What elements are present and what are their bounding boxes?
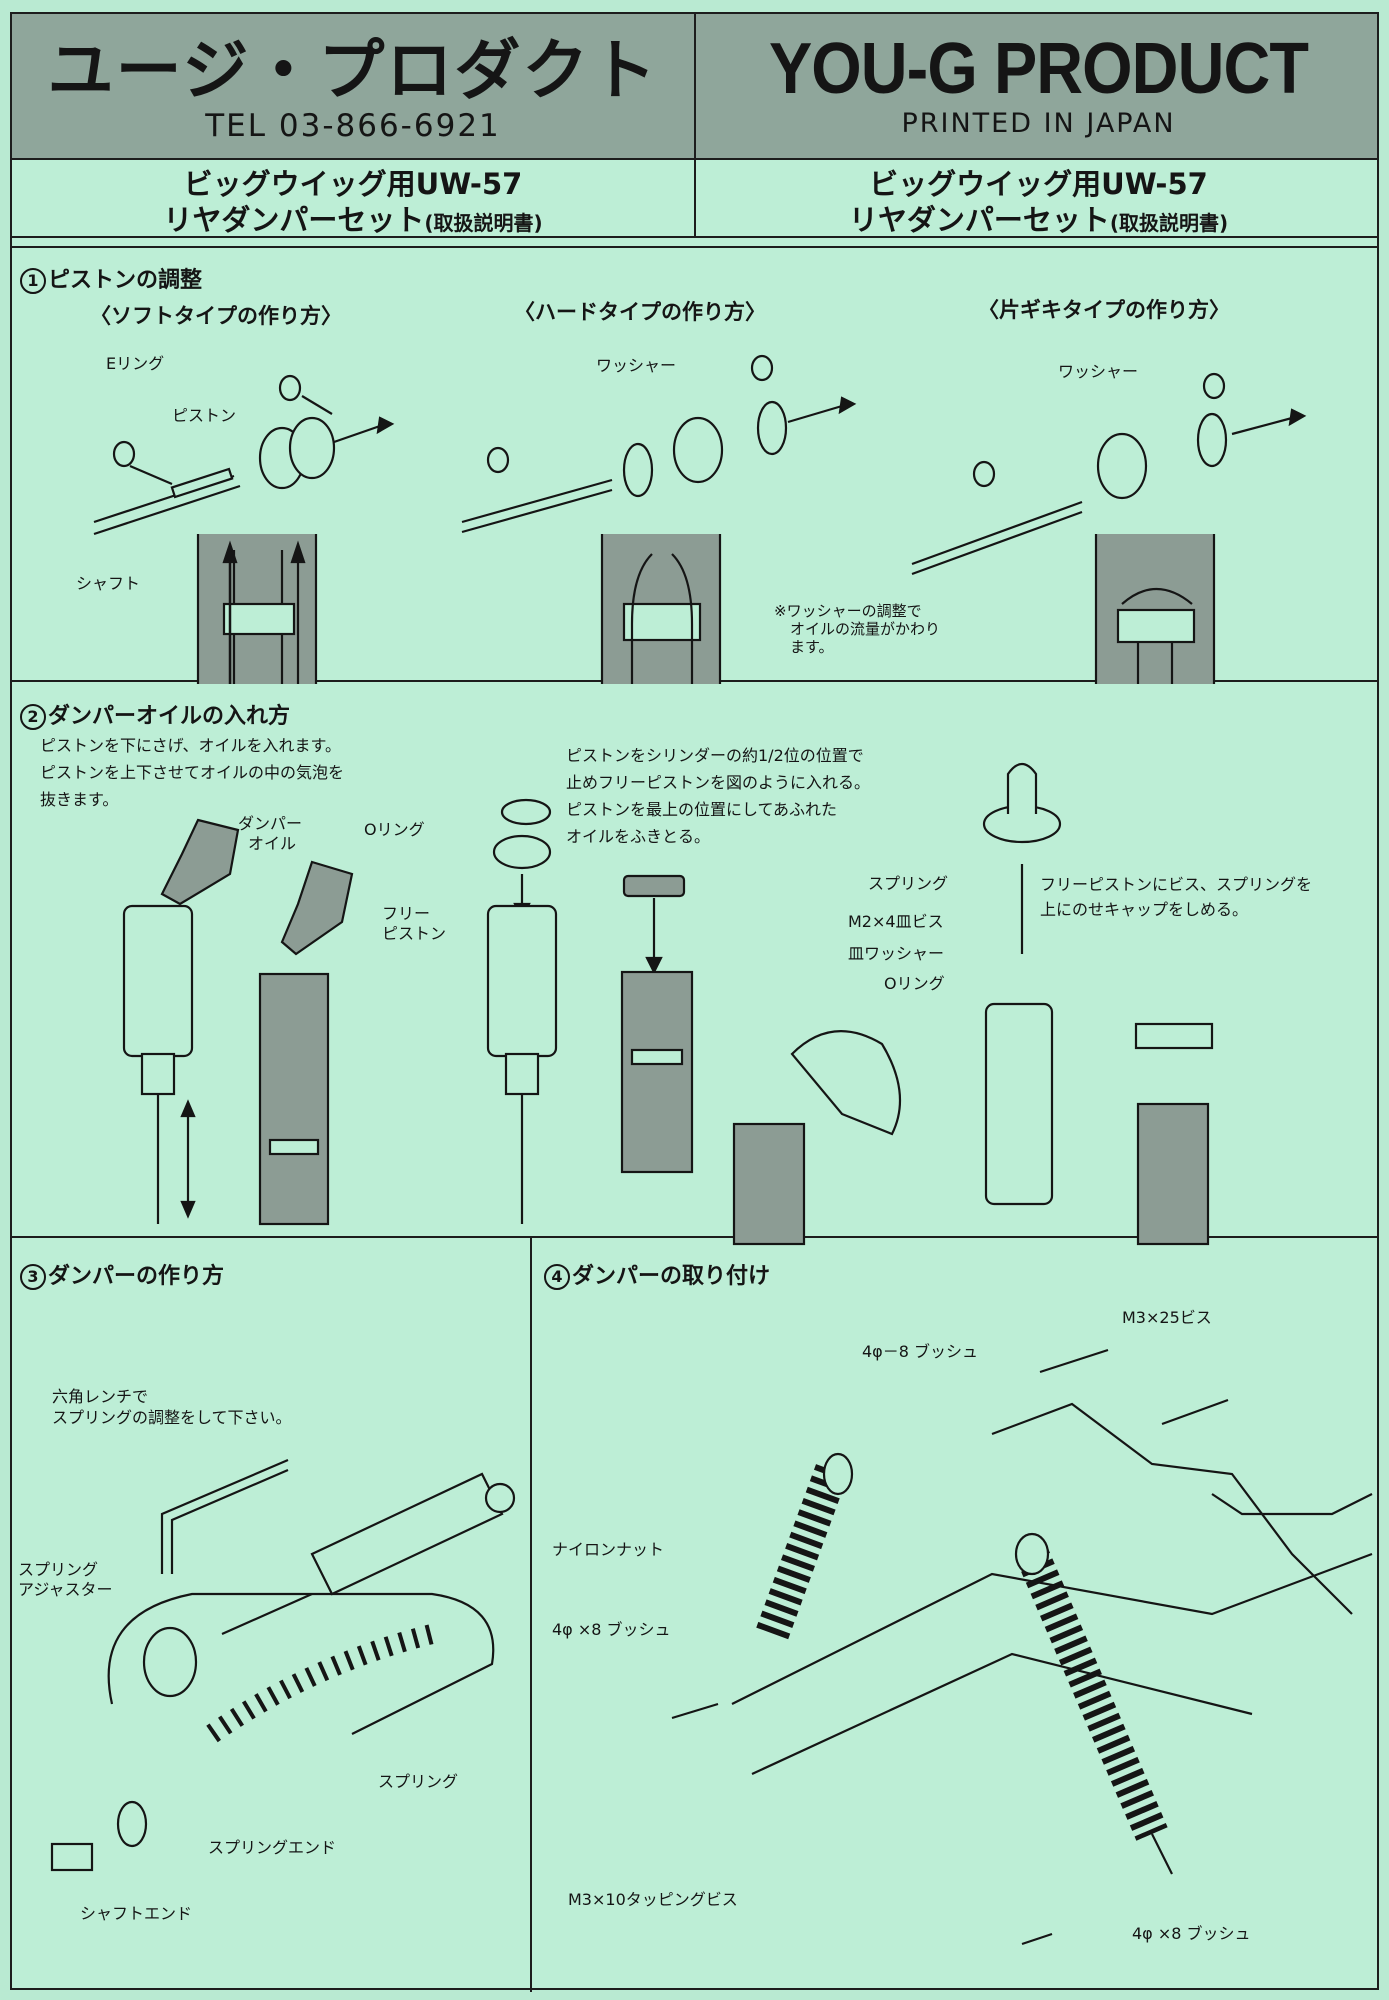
product-set: リヤダンパーセット (163, 203, 425, 237)
divider (12, 1236, 1377, 1238)
wrench-instructions: 六角レンチで スプリングの調整をして下さい。 (52, 1387, 292, 1427)
divider (530, 1236, 532, 1992)
cylinder-wipe (620, 874, 806, 1246)
label-nylon-nut: ナイロンナット (552, 1540, 665, 1559)
hex-wrench (160, 1458, 289, 1574)
label-sara-washer: 皿ワッシャー (848, 944, 945, 963)
hard-type-title: 〈ハードタイプの作り方〉 (514, 300, 766, 324)
hard-cylinder-diagram (600, 534, 722, 684)
katagiki-type-title: 〈片ギキタイプの作り方〉 (978, 298, 1230, 322)
washer-note: ※ワッシャーの調整で オイルの流量がかわり ます。 (774, 602, 941, 656)
label-piston: ピストン (172, 406, 237, 425)
label-bush-c: 4φ ×8 ブッシュ (1132, 1924, 1251, 1943)
label-spring-adjuster: スプリングアジャスター (18, 1560, 113, 1599)
label-m3x25: M3×25ビス (1122, 1308, 1212, 1327)
label-ering: Eリング (106, 354, 165, 373)
label-washer-hard: ワッシャー (596, 356, 677, 375)
katagiki-cylinder-diagram (1094, 534, 1216, 684)
cap-assembly (982, 762, 1214, 1246)
cylinder-free-piston (486, 798, 558, 1224)
label-spring-3: スプリング (378, 1772, 459, 1791)
spring-3 (50, 1624, 435, 1872)
instruction-sheet: ユージ・プロダクト TEL 03-866-6921 YOU-G PRODUCT … (10, 12, 1381, 1992)
product-title-left: ビッグウイッグ用UW-57 リヤダンパーセット(取扱説明書) (12, 162, 694, 237)
label-shaft: シャフト (76, 574, 141, 593)
header-divider (694, 14, 696, 236)
free-piston-instructions: ピストンをシリンダーの約1/2位の位置で 止めフリーピストンを図のように入れる。… (566, 746, 871, 846)
company-name-en: YOU-G PRODUCT (768, 29, 1309, 109)
oil-bottle-2 (280, 860, 354, 956)
hard-type-exploded (461, 354, 857, 534)
divider (12, 236, 1377, 238)
soft-cylinder-diagram (196, 534, 318, 684)
manual-label: (取扱説明書) (424, 211, 543, 235)
katagiki-type-exploded (911, 372, 1307, 576)
header-right: YOU-G PRODUCT PRINTED IN JAPAN (696, 14, 1381, 160)
oil-bottle-1 (160, 818, 240, 906)
soft-type-title: 〈ソフトタイプの作り方〉 (90, 304, 342, 328)
hand-wiping (790, 1030, 902, 1136)
label-damper-oil: ダンパーオイル (238, 814, 303, 853)
header-left: ユージ・プロダクト TEL 03-866-6921 (12, 14, 694, 160)
oil-instructions: ピストンを下にさげ、オイルを入れます。 ピストンを上下させてオイルの中の気泡を … (40, 736, 345, 809)
cap-instructions: フリーピストンにビス、スプリングを 上にのせキャップをしめる。 (1040, 875, 1313, 919)
shock-left-installed (756, 1452, 854, 1640)
cylinder-section-oil (258, 972, 330, 1226)
divider (12, 246, 1377, 248)
product-name: ビッグウイッグ用UW-57 (869, 167, 1208, 201)
label-washer-katagiki: ワッシャー (1058, 362, 1139, 381)
label-m2x4-screw: M2×4皿ビス (848, 912, 944, 931)
shock-body-3 (142, 1472, 516, 1698)
company-name-jp: ユージ・プロダクト (47, 32, 659, 109)
line-illustrations (50, 354, 1373, 1946)
manual-label: (取扱説明書) (1109, 211, 1229, 235)
label-bush-a: 4φ－8 ブッシュ (862, 1342, 979, 1361)
routing-loop (107, 1592, 495, 1735)
product-title-right: ビッグウイッグ用UW-57 リヤダンパーセット(取扱説明書) (696, 162, 1381, 237)
shock-right-installed (1014, 1532, 1173, 1875)
soft-type-exploded (93, 374, 395, 536)
label-spring: スプリング (868, 874, 949, 893)
label-oring: Oリング (364, 820, 425, 839)
printed-in: PRINTED IN JAPAN (901, 108, 1176, 139)
cylinder-filling (122, 904, 196, 1224)
product-name: ビッグウイッグ用UW-57 (183, 167, 523, 201)
label-free-piston: フリーピストン (382, 904, 447, 943)
product-set: リヤダンパーセット (848, 203, 1110, 237)
label-bush-b: 4φ ×8 ブッシュ (552, 1620, 671, 1639)
phone-number: TEL 03-866-6921 (205, 108, 501, 144)
label-tapping-screw: M3×10タッピングビス (568, 1890, 738, 1909)
label-spring-end: スプリングエンド (208, 1838, 337, 1857)
label-oring2: Oリング (884, 974, 945, 993)
label-shaft-end: シャフトエンド (80, 1904, 193, 1923)
chassis-assembly (671, 1348, 1373, 1946)
